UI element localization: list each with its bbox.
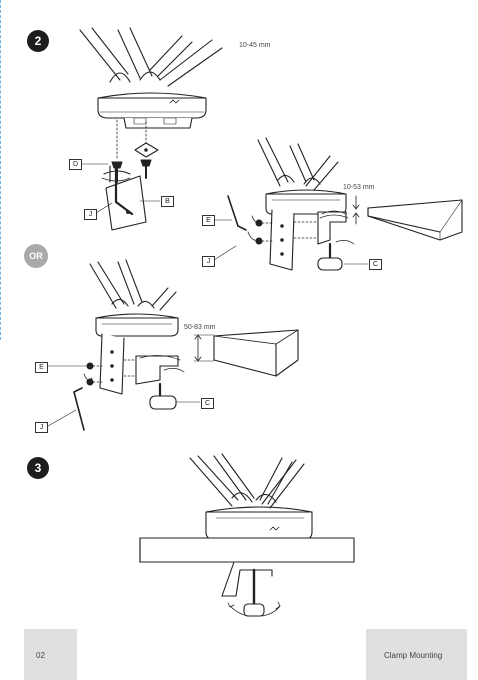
step2-clamp-plate (105, 165, 147, 231)
page-number: 02 (36, 651, 45, 660)
callout-j-thin: J (202, 256, 215, 267)
thin-desk-surface (367, 199, 463, 241)
callout-e-thick: E (35, 362, 48, 373)
callout-j-thick: J (35, 422, 48, 433)
thin-desk-dimension-arrows (352, 195, 360, 225)
step3-clamp (221, 561, 281, 617)
step-2-number: 2 (34, 34, 42, 48)
step-3-number: 3 (34, 461, 42, 475)
thin-desk-screws-and-key (227, 195, 319, 245)
thick-desk-screws-and-key (73, 359, 137, 431)
callout-e-thin: E (202, 215, 215, 226)
or-badge: OR (24, 244, 48, 268)
leader-j1 (95, 202, 113, 214)
page-edge-guide (0, 0, 1, 340)
step-3-badge: 3 (27, 457, 49, 479)
step3-mounted-assembly (189, 453, 313, 541)
thin-desk-dimension: 10-53 mm (343, 184, 375, 191)
step2-screws (101, 142, 159, 183)
step2-hex-key (114, 162, 134, 216)
callout-d: D (69, 159, 82, 170)
leader-j2 (213, 245, 237, 261)
footer-page-number-box: 02 (24, 629, 77, 680)
section-title: Clamp Mounting (384, 651, 443, 660)
leader-j3 (47, 409, 77, 427)
pole-gap-dimension: 10-45 mm (239, 42, 271, 49)
callout-b: B (161, 196, 174, 207)
or-label: OR (29, 251, 43, 261)
thick-desk-dimension-arrows (193, 334, 215, 362)
callout-j-step2: J (84, 209, 97, 220)
callout-c-thick: C (201, 398, 214, 409)
thick-desk-clamp (89, 259, 185, 410)
thick-desk-dimension: 50-83 mm (184, 324, 216, 331)
thick-desk-surface (213, 329, 299, 377)
step-2-badge: 2 (27, 30, 49, 52)
step2-base-assembly (79, 27, 223, 129)
callout-c-thin: C (369, 259, 382, 270)
footer-section-box: Clamp Mounting (366, 629, 467, 680)
thin-desk-clamp (257, 137, 355, 271)
step3-desk (139, 537, 355, 563)
